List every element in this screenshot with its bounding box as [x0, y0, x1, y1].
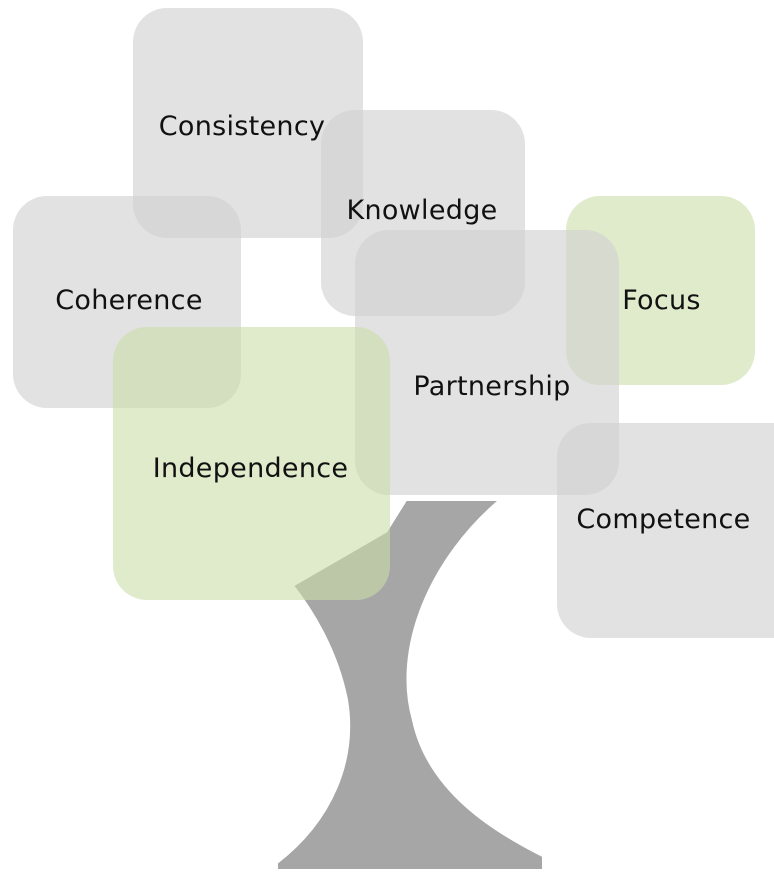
tile-label-consistency: Consistency: [158, 110, 326, 142]
tile-label-partnership: Partnership: [413, 371, 571, 402]
tile-independence: Independence: [113, 327, 390, 600]
tile-label-knowledge: Knowledge: [346, 194, 498, 226]
tile-label-coherence: Coherence: [55, 284, 203, 316]
tile-competence: Competence: [557, 423, 774, 638]
tile-label-focus: Focus: [622, 285, 701, 316]
tile-label-independence: Independence: [152, 453, 349, 484]
tile-label-competence: Competence: [576, 504, 751, 535]
tile-coherence: Coherence: [13, 196, 241, 408]
